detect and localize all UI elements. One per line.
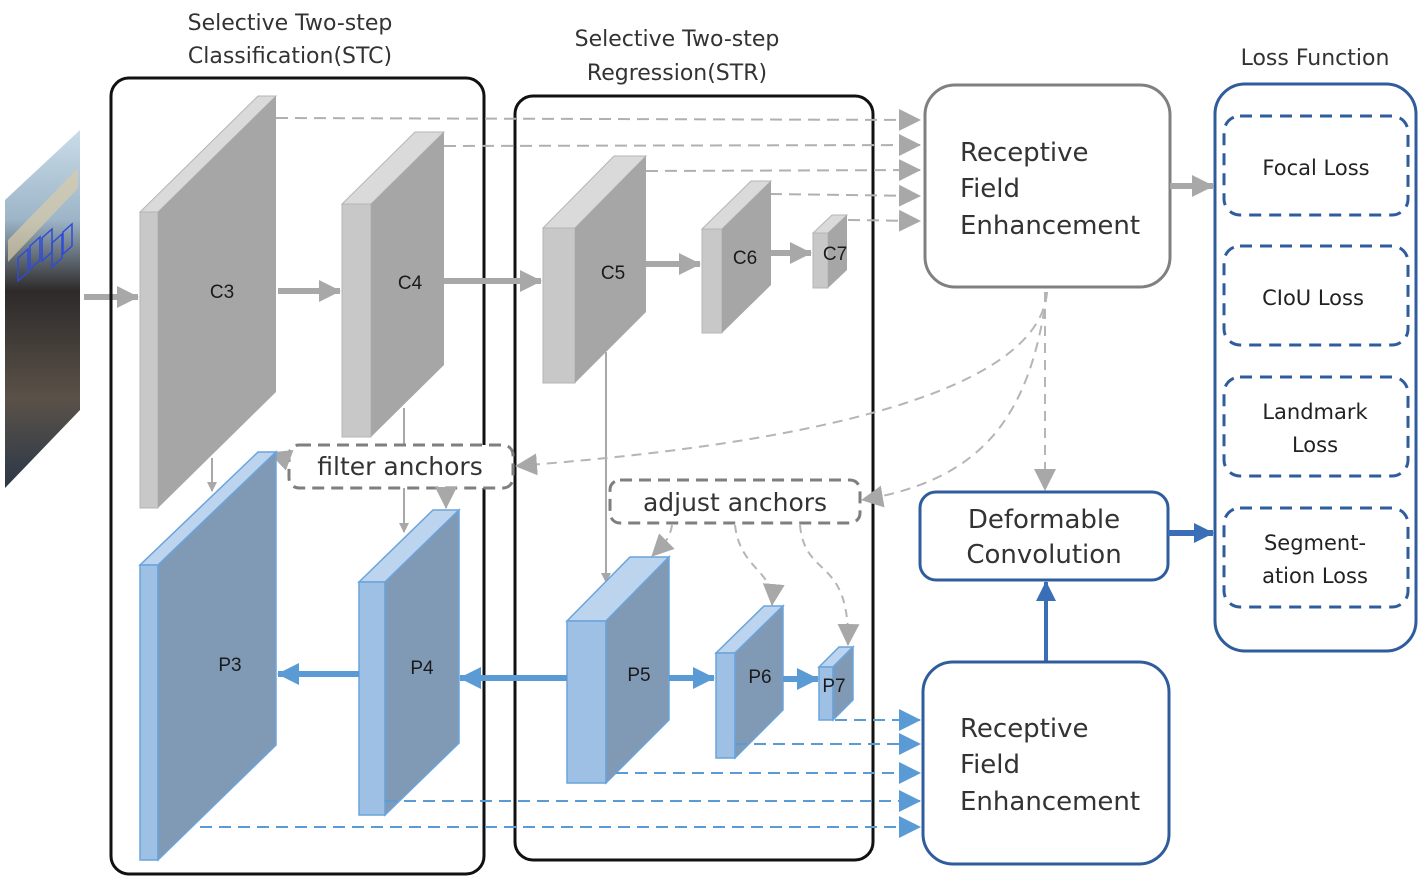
label-p7: P7 (822, 676, 845, 697)
str-title-line2: Regression(STR) (587, 61, 767, 86)
rfe-top-box: Receptive Field Enhancement (923, 83, 1172, 289)
loss-item-landmark: Landmark Loss (1222, 375, 1410, 478)
str-group-box (513, 94, 875, 862)
loss-landmark-line1: Landmark (1262, 400, 1368, 424)
filter-anchors-label: filter anchors (317, 452, 482, 481)
rfe-top-line2: Field (960, 174, 1020, 204)
str-title-line1: Selective Two-step (575, 27, 780, 52)
pyramid-arrows (277, 663, 819, 690)
label-p5: P5 (627, 665, 650, 686)
rfe-top-line3: Enhancement (960, 211, 1140, 241)
loss-function-title: Loss Function (1241, 46, 1390, 71)
adjust-anchors-label: adjust anchors (643, 488, 827, 517)
label-p6: P6 (748, 667, 771, 688)
backbone-forward-arrows (278, 242, 812, 302)
label-c4: C4 (398, 273, 423, 294)
pyramid-to-rfe-links (200, 709, 921, 838)
backbone-block-c5: C5 (541, 155, 648, 384)
pyramid-block-p7: P7 (817, 645, 855, 722)
rfe-bottom-line3: Enhancement (960, 787, 1140, 817)
loss-ciou-label: CIoU Loss (1262, 286, 1364, 310)
loss-segmentation-line1: Segment- (1264, 531, 1366, 555)
deformable-line1: Deformable (968, 505, 1120, 535)
deformable-convolution-box: Deformable Convolution (918, 490, 1170, 582)
label-c7: C7 (823, 244, 847, 265)
deformable-line2: Convolution (966, 540, 1121, 570)
pyramid-block-p6: P6 (714, 604, 785, 760)
backbone-to-rfe-links (275, 108, 921, 232)
backbone-block-c3: C3 (138, 95, 278, 509)
label-p4: P4 (410, 658, 434, 679)
backbone-block-c4: C4 (340, 131, 446, 438)
input-image (5, 130, 80, 488)
label-c3: C3 (210, 282, 234, 303)
stc-title-line2: Classification(STC) (188, 44, 392, 69)
loss-landmark-line2: Loss (1292, 433, 1338, 457)
loss-segmentation-line2: ation Loss (1262, 564, 1368, 588)
pyramid-block-p5: P5 (565, 555, 671, 785)
label-c6: C6 (733, 248, 757, 269)
face-box-icon (17, 222, 73, 283)
label-c5: C5 (601, 263, 625, 284)
adjust-anchors-box: adjust anchors (608, 478, 862, 525)
loss-item-focal: Focal Loss (1222, 114, 1410, 217)
pyramid-block-p4: P4 (357, 508, 461, 817)
pyramid-block-p3: P3 (138, 450, 278, 862)
rfe-guidance-links (515, 291, 1056, 508)
backbone-block-c7: C7 (811, 214, 849, 289)
loss-focal-label: Focal Loss (1262, 156, 1369, 180)
adjust-anchors-arrows (651, 524, 860, 646)
rfe-top-line1: Receptive (960, 138, 1089, 168)
rfe-bottom-box: Receptive Field Enhancement (921, 660, 1171, 866)
loss-item-segmentation: Segment- ation Loss (1222, 506, 1410, 609)
rfe-bottom-line1: Receptive (960, 714, 1089, 744)
label-p3: P3 (218, 655, 241, 676)
rfe-bottom-line2: Field (960, 750, 1020, 780)
backbone-block-c6: C6 (700, 180, 773, 334)
stc-title-line1: Selective Two-step (188, 11, 393, 36)
filter-anchors-box: filter anchors (287, 443, 515, 490)
loss-item-ciou: CIoU Loss (1222, 244, 1410, 347)
